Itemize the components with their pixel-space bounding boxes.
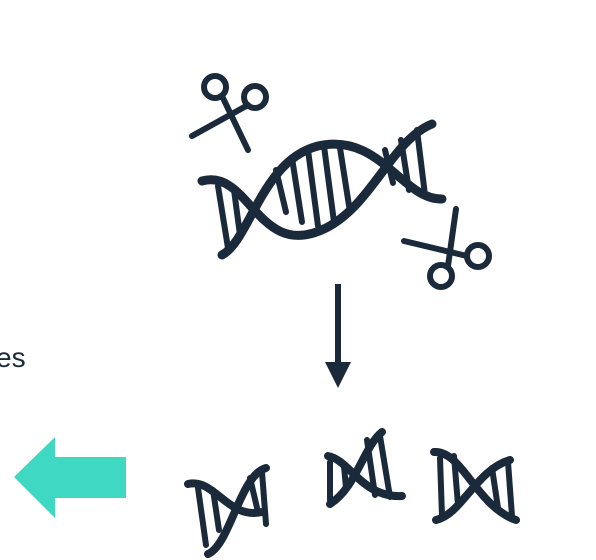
dna-fragment-icon [184,464,270,558]
down-arrow-icon [325,284,351,388]
scissors-icon [189,73,269,153]
left-arrow-icon [14,437,126,518]
dna-fragment-icon [430,448,520,524]
dna-fragment-icon [324,428,406,508]
partial-caption-text: es [0,342,26,373]
scissors-icon [401,206,492,290]
dna-helix-icon [197,119,447,260]
